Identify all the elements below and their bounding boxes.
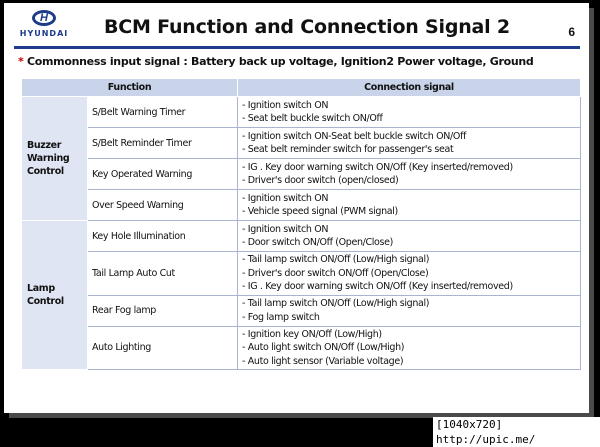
table-row: Over Speed Warning- Ignition switch ON- … [22, 189, 581, 221]
signal-line: - Ignition key ON/Off (Low/High) [242, 328, 382, 340]
subtitle-star: * [18, 55, 24, 68]
page-title: BCM Function and Connection Signal 2 [104, 16, 510, 38]
signal-line: - Ignition switch ON [242, 192, 329, 204]
function-cell: S/Belt Warning Timer [87, 96, 238, 128]
function-cell: Key Hole Illumination [87, 220, 238, 252]
category-label: Warning [27, 153, 70, 164]
signal-line: - Auto light sensor (Variable voltage) [242, 355, 404, 367]
signal-line: - Tail lamp switch ON/Off (Low/High sign… [242, 298, 430, 309]
signal-line: - Seat belt buckle switch ON/Off [242, 113, 383, 124]
table-row: Rear Fog lamp - Tail lamp switch ON/Off (… [22, 294, 581, 327]
function-cell: Auto Lighting [87, 325, 238, 370]
signal-line: - Door switch ON/Off (Open/Close) [242, 237, 393, 248]
signal-line: - Fog lamp switch [242, 311, 320, 323]
footer-watermark: [1040x720] http://upic.me/ [433, 417, 600, 447]
signal-line: - Seat belt reminder switch for passenge… [242, 144, 454, 155]
signal-line: - IG . Key door warning switch ON/Off (K… [242, 161, 513, 173]
signal-cell: - Tail lamp switch ON/Off (Low/High sign… [237, 251, 581, 296]
category-label: Control [27, 296, 64, 307]
function-cell: Rear Fog lamp [87, 294, 238, 327]
signal-cell: - Tail lamp switch ON/Off (Low/High sign… [237, 294, 581, 327]
table-row: S/Belt Reminder Timer - Ignition switch O… [22, 127, 581, 159]
signal-line: - Vehicle speed signal (PWM signal) [242, 206, 398, 217]
signal-cell: - Ignition switch ON - Door switch ON/Off… [237, 220, 581, 252]
logo-text: HYUNDAI [19, 29, 69, 38]
signal-line: - IG . Key door warning switch ON/Off (K… [242, 281, 513, 292]
function-cell: Key Operated Warning [87, 158, 238, 190]
title-divider [14, 46, 580, 49]
signal-cell: - Ignition key ON/Off (Low/High) - Auto l… [237, 325, 581, 370]
function-cell: Tail Lamp Auto Cut [87, 251, 238, 296]
category-label: Buzzer [27, 140, 62, 151]
signal-line: - Ignition switch ON [242, 223, 329, 235]
category-label: Control [27, 166, 64, 177]
header-connection-signal: Connection signal [237, 78, 581, 97]
signal-cell: - Ignition switch ON - Seat belt buckle s… [237, 96, 581, 128]
signal-line: - Ignition switch ON [242, 99, 329, 111]
signal-cell: - Ignition switch ON-Seat belt buckle sw… [237, 127, 581, 159]
function-cell: S/Belt Reminder Timer [87, 127, 238, 159]
signal-line: - Ignition switch ON-Seat belt buckle sw… [242, 130, 466, 142]
subtitle-text: Commonness input signal : Battery back u… [23, 55, 534, 68]
signal-cell: - IG . Key door warning switch ON/Off (K… [237, 158, 581, 190]
table-header-row: Function Connection signal [21, 78, 581, 97]
function-cell: Over Speed Warning [87, 189, 238, 221]
logo-mark-icon: H [32, 10, 56, 26]
signal-line: - Tail lamp switch ON/Off (Low/High sign… [242, 254, 430, 265]
signal-cell: - Ignition switch ON - Vehicle speed sign… [237, 189, 581, 221]
table-row: Tail Lamp Auto Cut - Tail lamp switch ON/… [22, 251, 581, 296]
signal-line: - Auto light switch ON/Off (Low/High) [242, 342, 405, 353]
header-function: Function [21, 78, 238, 97]
page-number: 6 [568, 25, 575, 39]
category-label: Lamp [27, 283, 55, 294]
slide: H HYUNDAI BCM Function and Connection Si… [4, 3, 589, 413]
subtitle: * Commonness input signal : Battery back… [18, 55, 534, 68]
signal-line: - Driver's door switch ON/Off (Open/Clos… [242, 267, 429, 279]
table-row: Key Operated Warning - IG . Key door warn… [22, 158, 581, 190]
hyundai-logo: H HYUNDAI [14, 9, 74, 41]
signal-line: - Driver's door switch (open/closed) [242, 175, 399, 186]
table-row: Auto Lighting- Ignition key ON/Off (Low/… [22, 325, 581, 370]
